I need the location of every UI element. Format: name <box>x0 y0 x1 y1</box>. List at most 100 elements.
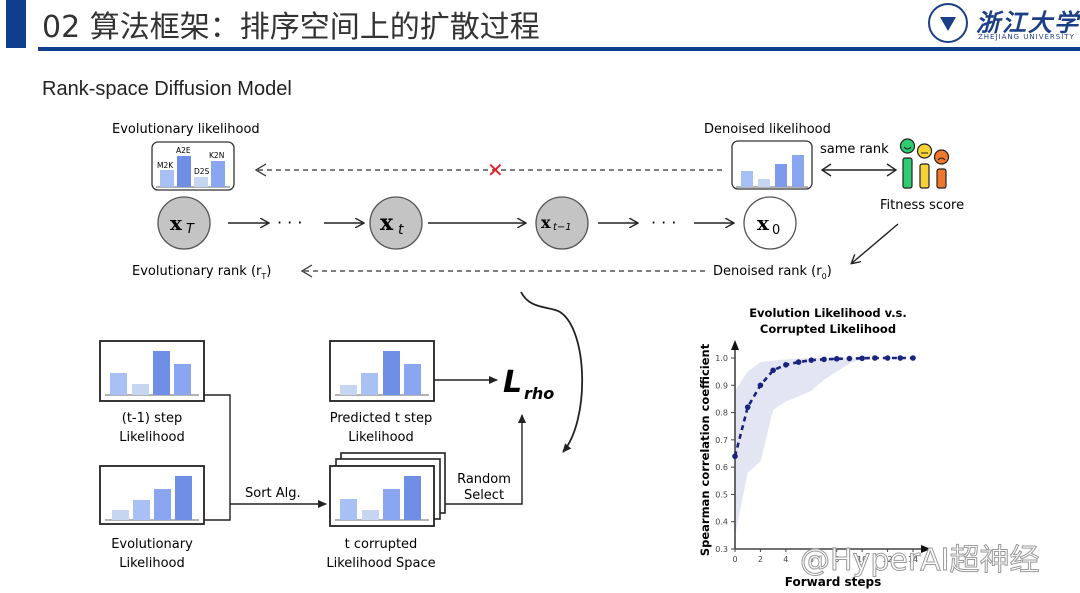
svg-text:rho: rho <box>524 384 554 403</box>
evolutionary-likelihood-sorted-box <box>99 465 205 525</box>
x-tick-label: 8 <box>834 555 839 564</box>
data-point <box>859 355 865 362</box>
x-tick-label: 12 <box>882 555 892 564</box>
svg-text:x: x <box>541 213 551 232</box>
bar-k2n <box>211 161 225 187</box>
data-point <box>757 382 764 389</box>
bar-label-d2s: D2S <box>194 167 210 176</box>
chart-title-line1: Evolution Likelihood v.s. <box>749 306 907 320</box>
data-point <box>833 356 840 362</box>
data-point <box>821 356 827 363</box>
cross-mark-icon: ✕ <box>487 158 504 182</box>
random-select-arrow <box>445 414 526 505</box>
data-points <box>732 355 916 460</box>
denoised-rank-label: Denoised rank (r0) <box>713 264 832 281</box>
title-accent-bar <box>6 0 26 48</box>
data-point <box>783 362 789 368</box>
watermark: @HyperAI超神经 <box>800 543 1041 579</box>
data-point <box>910 355 916 361</box>
section-subtitle: Rank-space Diffusion Model <box>42 78 292 100</box>
random-select-label-line1: Random <box>457 472 511 487</box>
predicted-likelihood-box <box>329 340 435 402</box>
node-xt: x t <box>369 196 423 250</box>
corrupted-likelihood-stack <box>329 452 446 527</box>
bar-d2s <box>194 177 208 187</box>
data-point <box>897 355 904 361</box>
x-tick-label: 0 <box>732 555 737 564</box>
node-x0: x 0 <box>743 196 797 250</box>
data-point <box>846 355 853 362</box>
spearman-chart: Evolution Likelihood v.s. Corrupted Like… <box>698 306 931 589</box>
t-minus-1-label-line1: (t-1) step <box>122 411 182 426</box>
chart-title-line2: Corrupted Likelihood <box>760 322 896 336</box>
denoised-likelihood-box <box>731 140 813 190</box>
predicted-label-line1: Predicted t step <box>330 411 433 426</box>
svg-text:t−1: t−1 <box>553 222 572 233</box>
x-tick-label: 6 <box>809 555 814 564</box>
evolutionary-likelihood-label-line2: Likelihood <box>119 556 185 571</box>
data-point <box>744 404 751 410</box>
denoised-likelihood-label: Denoised likelihood <box>704 122 831 137</box>
data-point <box>808 357 815 363</box>
x-axis-label: Forward steps <box>785 575 882 589</box>
logo-chinese-name: 浙江大学 <box>976 8 1080 37</box>
bar-label-a2e: A2E <box>176 146 191 155</box>
fitness-score-label: Fitness score <box>880 198 964 213</box>
corrupted-label-line1: t corrupted <box>345 537 418 552</box>
y-tick-label: 0.5 <box>715 490 728 499</box>
curved-iteration-arrow <box>520 291 584 453</box>
svg-text:x: x <box>757 211 770 235</box>
y-tick-label: 0.8 <box>715 409 728 418</box>
university-seal-icon <box>928 3 968 43</box>
t-minus-1-label-line2: Likelihood <box>119 430 185 445</box>
x-tick-label: 4 <box>783 555 788 564</box>
evolutionary-likelihood-box: M2K A2E D2S K2N <box>151 141 235 191</box>
y-axis-arrowhead <box>731 340 739 350</box>
t-minus-1-likelihood-box <box>99 340 205 402</box>
svg-text:t: t <box>398 222 404 238</box>
svg-text:x: x <box>380 210 394 236</box>
x-tick-label: 14 <box>908 555 918 564</box>
data-point <box>884 355 891 361</box>
x-axis-arrowhead <box>921 545 931 553</box>
ellipsis: · · · <box>277 213 302 232</box>
logo-english-name: ZHEJIANG UNIVERSITY <box>978 33 1075 41</box>
y-tick-label: 0.7 <box>715 436 728 445</box>
node-xt-minus-1: x t−1 <box>535 196 589 250</box>
evolutionary-likelihood-label: Evolutionary likelihood <box>112 122 260 137</box>
svg-text:T: T <box>186 222 195 237</box>
random-select-label-line2: Select <box>464 488 504 503</box>
predicted-label-line2: Likelihood <box>348 430 414 445</box>
evolutionary-rank-label: Evolutionary rank (rT) <box>132 264 271 281</box>
bar-label-m2k: M2K <box>157 161 174 170</box>
title-divider <box>38 47 1080 51</box>
svg-text:0: 0 <box>772 223 780 238</box>
data-point <box>795 359 802 365</box>
svg-text:x: x <box>170 211 183 235</box>
confidence-band <box>735 358 913 536</box>
data-point <box>732 453 738 460</box>
same-rank-label: same rank <box>820 142 889 157</box>
x-tick-label: 10 <box>857 555 867 564</box>
data-point <box>872 355 878 361</box>
y-tick-label: 0.6 <box>715 463 728 472</box>
data-point <box>770 367 776 374</box>
svg-text:L: L <box>503 365 522 400</box>
bar-m2k <box>160 170 174 187</box>
sort-alg-label: Sort Alg. <box>245 486 301 501</box>
y-tick-label: 0.3 <box>715 545 728 554</box>
evolutionary-likelihood-label-line1: Evolutionary <box>111 537 193 552</box>
page-title: 02 算法框架：排序空间上的扩散过程 <box>42 10 540 45</box>
node-xT: x T <box>157 196 211 250</box>
loss-rho: L rho <box>503 365 554 403</box>
y-tick-label: 1.0 <box>715 354 728 363</box>
ellipsis-2: · · · <box>651 213 676 232</box>
bar-a2e <box>177 156 191 187</box>
bar-label-k2n: K2N <box>209 151 224 160</box>
y-axis-label: Spearman correlation coefficient <box>698 343 712 556</box>
fitness-to-rank-arrow <box>852 223 899 263</box>
y-ticks: 0.30.40.50.60.70.80.91.0 <box>715 354 735 554</box>
university-logo: 浙江大学 ZHEJIANG UNIVERSITY <box>928 3 1078 45</box>
